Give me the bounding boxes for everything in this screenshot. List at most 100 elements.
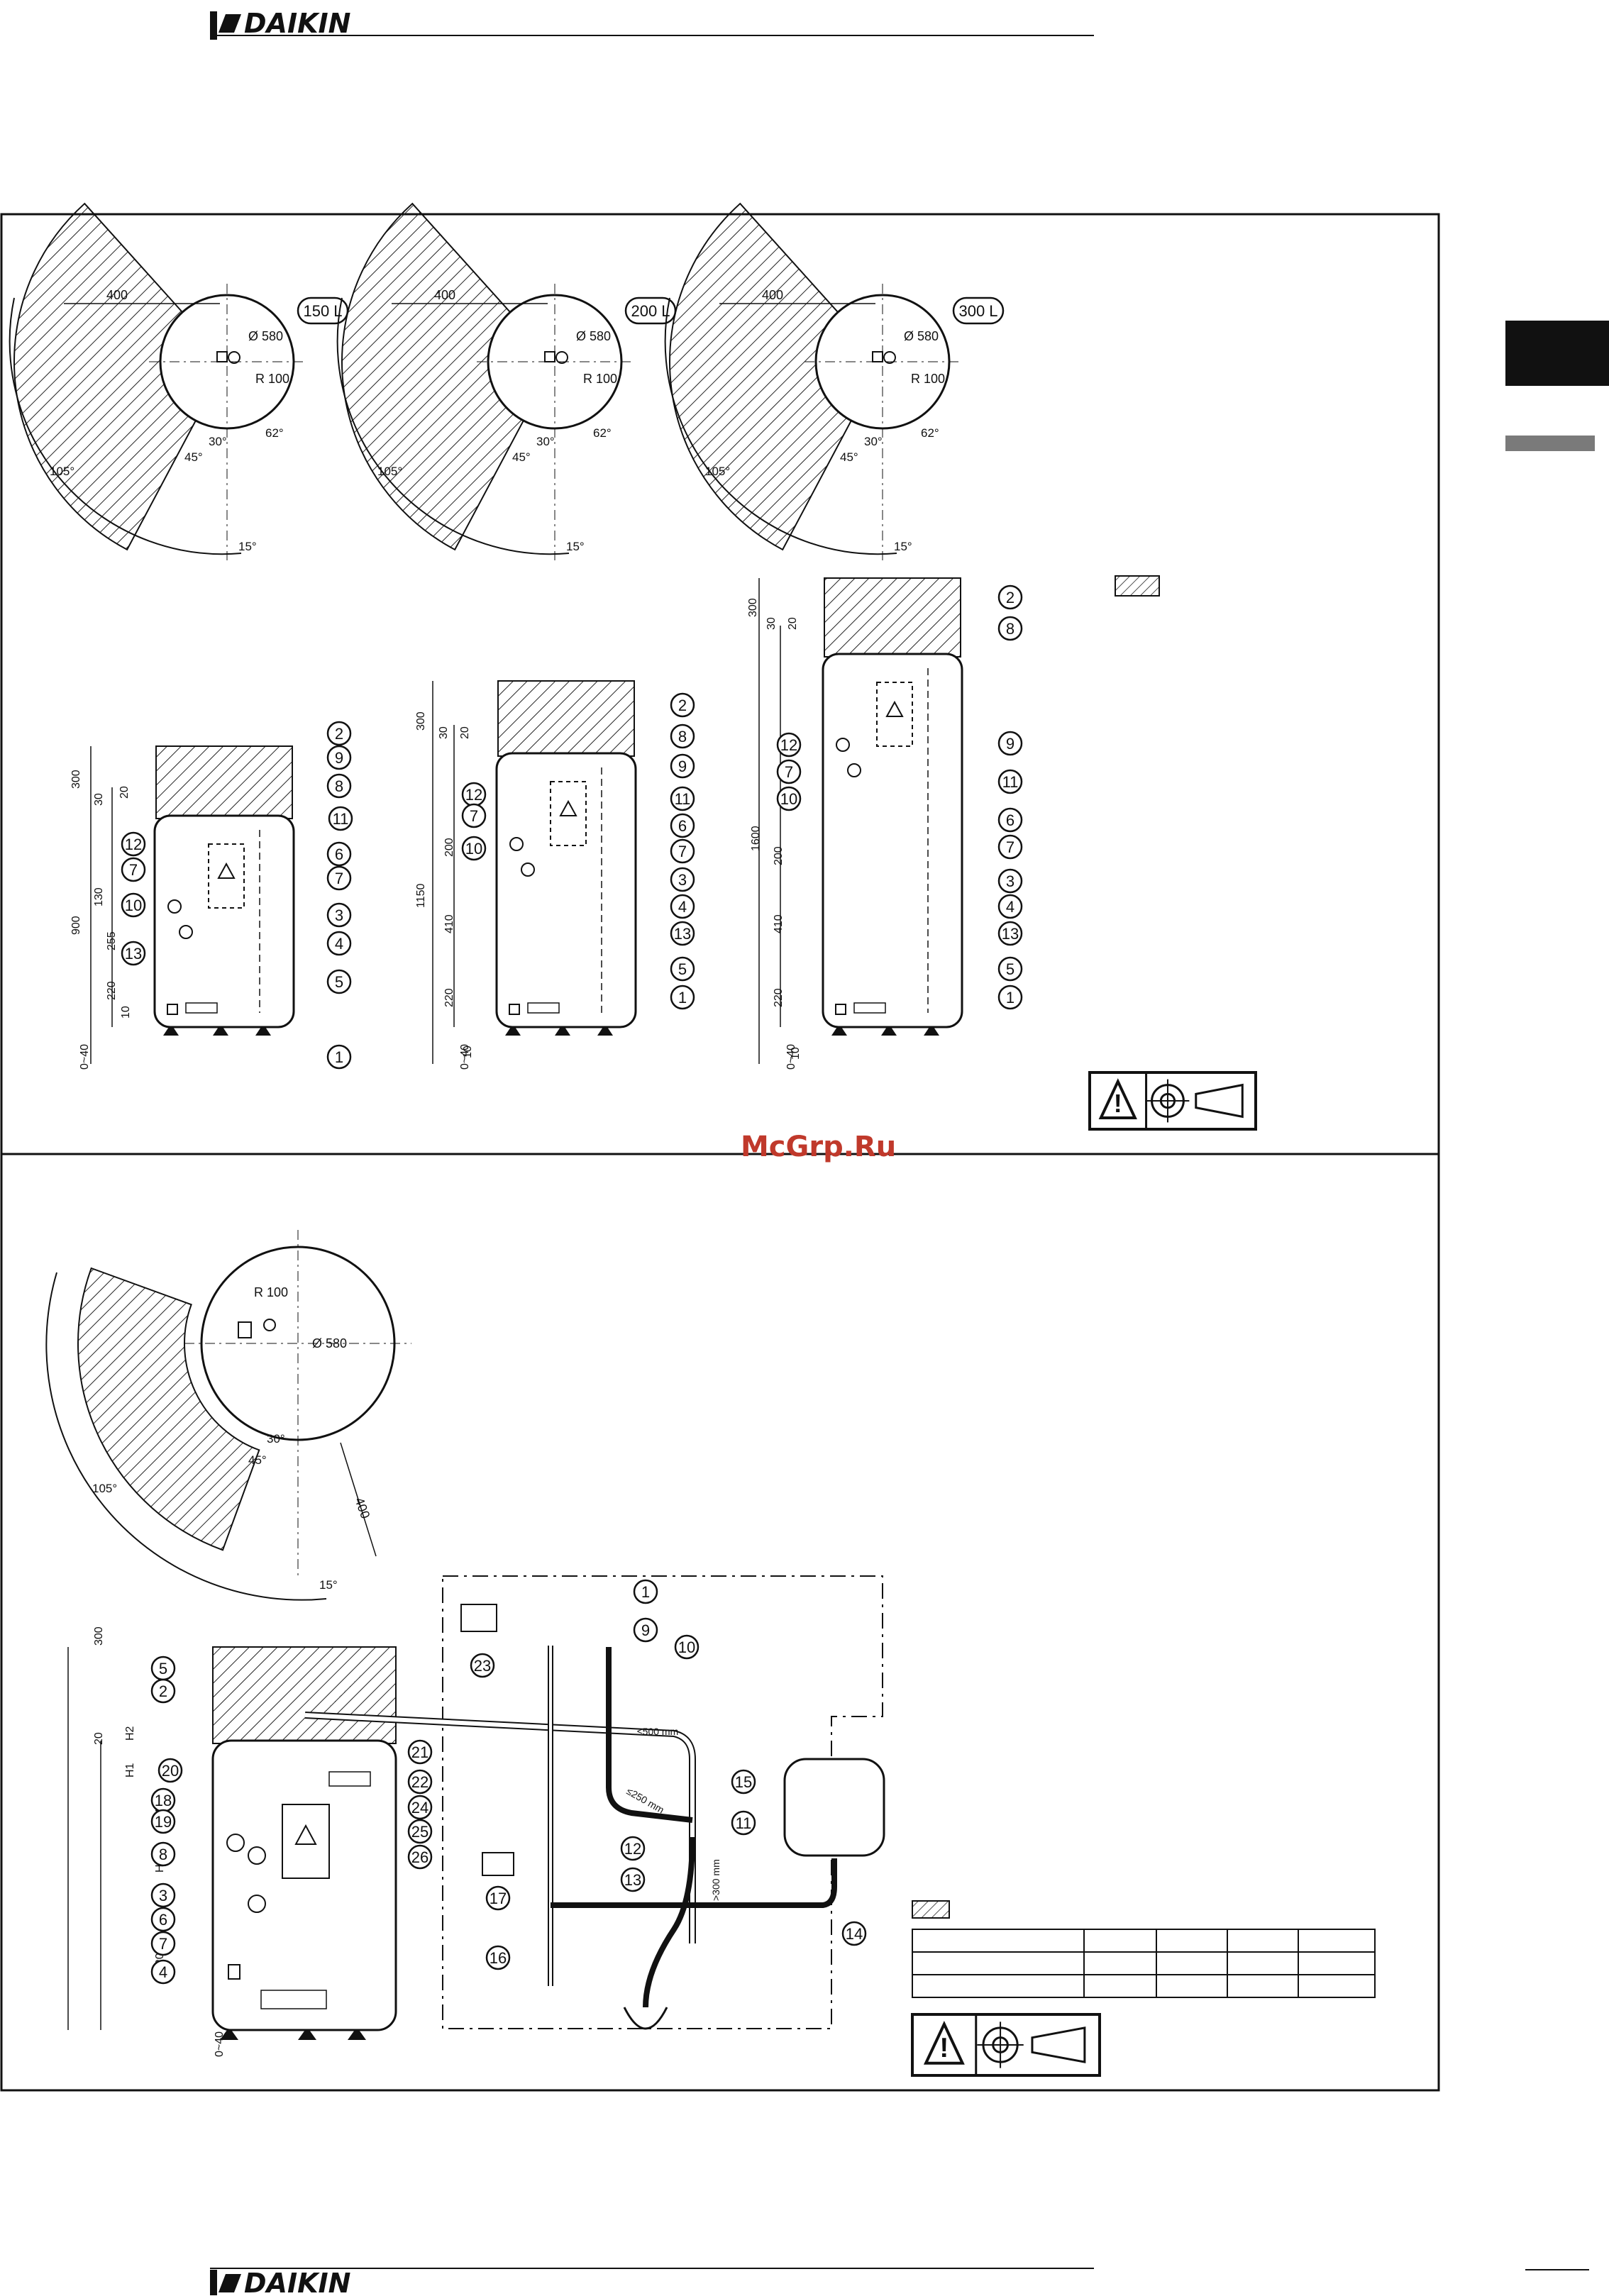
ceiling-clearance-hatch — [155, 745, 293, 819]
callout-number: 4 — [159, 1963, 167, 1981]
angle-label: 62° — [593, 426, 612, 440]
section-tab-dark[interactable] — [1505, 321, 1609, 386]
callout-circle — [326, 773, 352, 799]
height-label: 220 — [443, 988, 455, 1007]
callout-number: 8 — [335, 777, 343, 795]
angle-label: 30° — [209, 435, 227, 448]
callout-circle — [485, 1885, 511, 1911]
callout-circle — [407, 1795, 433, 1820]
height-label: 10 — [120, 1006, 132, 1019]
callout-circle — [157, 1758, 183, 1783]
callout-circle — [326, 745, 352, 770]
dimension-table — [912, 1929, 1376, 1998]
callout-circle — [407, 1819, 433, 1844]
pipe-return — [606, 1647, 693, 1823]
callout-circle — [841, 1921, 867, 1946]
callout-number: 20 — [162, 1762, 179, 1780]
callout-number: 10 — [465, 840, 482, 858]
capacity-label: 150 L — [303, 302, 342, 320]
pipe-dim: ≤500 mm — [637, 1726, 678, 1737]
height-label: H2 — [124, 1726, 136, 1741]
control-panel-icon — [460, 1604, 497, 1632]
callout-circle — [670, 956, 695, 982]
callout-number: 8 — [678, 728, 687, 745]
dim-radius: R 100 — [254, 1285, 288, 1299]
pipe-connection — [847, 763, 861, 777]
section-tab-grey[interactable] — [1505, 436, 1595, 451]
height-label: 30 — [765, 617, 778, 630]
pipe-connection — [836, 738, 850, 752]
callout-circle — [674, 1634, 700, 1660]
callout-circle — [150, 1678, 176, 1704]
callout-circle — [670, 692, 695, 718]
pipe-hot-water-inner — [304, 1713, 695, 1943]
callout-circle — [997, 616, 1023, 641]
legend-hatch-sample-bottom — [912, 1900, 950, 1919]
height-label: 220 — [106, 981, 118, 1000]
angle-label: 105° — [92, 1482, 117, 1495]
connection-marker — [216, 351, 228, 362]
angle-label: 45° — [512, 450, 531, 464]
height-label: 255 — [106, 931, 118, 950]
exclamation-icon: ! — [939, 2033, 949, 2063]
pipe-connection — [179, 925, 193, 939]
connection-marker — [872, 351, 883, 362]
height-label: 300 — [415, 711, 427, 731]
dim-diameter: Ø 580 — [904, 329, 939, 343]
callout-circle — [121, 831, 146, 857]
footer-brand: DAIKIN — [244, 2268, 350, 2296]
height-label: 130 — [93, 887, 105, 906]
callout-number: 12 — [125, 836, 142, 853]
callout-circle — [776, 732, 802, 758]
callout-number: 26 — [411, 1848, 428, 1866]
tank-body — [211, 1739, 397, 2031]
height-label: 900 — [70, 916, 82, 935]
dim-400: 400 — [434, 288, 455, 302]
callout-number: 12 — [624, 1840, 641, 1858]
callout-number: 4 — [335, 935, 343, 953]
callout-number: 21 — [411, 1743, 428, 1761]
tank-body — [495, 752, 637, 1028]
dim-radius: R 100 — [583, 372, 617, 386]
callout-number: 5 — [159, 1660, 167, 1677]
projection-symbol-icon — [1031, 2026, 1086, 2063]
nameplate — [260, 1990, 327, 2009]
dim-400: 400 — [762, 288, 783, 302]
callout-number: 25 — [411, 1823, 428, 1841]
capacity-label: 200 L — [631, 302, 670, 320]
callout-number: 5 — [1006, 960, 1014, 978]
angle-arc-105 — [9, 297, 242, 555]
service-space-hatch — [77, 1267, 260, 1551]
callout-number: 5 — [678, 960, 687, 978]
callout-circle — [670, 867, 695, 892]
nameplate — [185, 1002, 218, 1014]
height-label: 0~40 — [214, 2031, 226, 2057]
callout-number: 23 — [474, 1657, 491, 1675]
projection-symbol-icon — [1195, 1083, 1244, 1119]
angle-label: 105° — [377, 465, 402, 478]
callout-number: 9 — [641, 1621, 650, 1639]
callout-circle — [150, 1809, 176, 1834]
height-label: 1600 — [750, 826, 762, 851]
height-label: 30 — [438, 726, 450, 739]
electrical-warning-icon — [294, 1824, 317, 1845]
callout-circle — [407, 1739, 433, 1765]
height-label: 0~40 — [785, 1044, 797, 1070]
callout-number: 1 — [335, 1048, 343, 1066]
foot-icon — [597, 1027, 613, 1036]
warning-symbol-box-top: ! — [1088, 1071, 1257, 1131]
callout-circle — [326, 1044, 352, 1070]
ceiling-clearance-hatch — [497, 680, 635, 757]
footer-logo: DAIKIN — [210, 2268, 1589, 2296]
callout-number: 13 — [1002, 925, 1019, 943]
callout-circle — [150, 1882, 176, 1908]
foot-icon — [163, 1027, 179, 1036]
warning-triangle-icon — [559, 799, 577, 816]
height-label: 30 — [93, 793, 105, 806]
height-label: H1 — [124, 1763, 136, 1778]
callout-number: 8 — [159, 1846, 167, 1863]
angle-label: 30° — [267, 1432, 285, 1446]
